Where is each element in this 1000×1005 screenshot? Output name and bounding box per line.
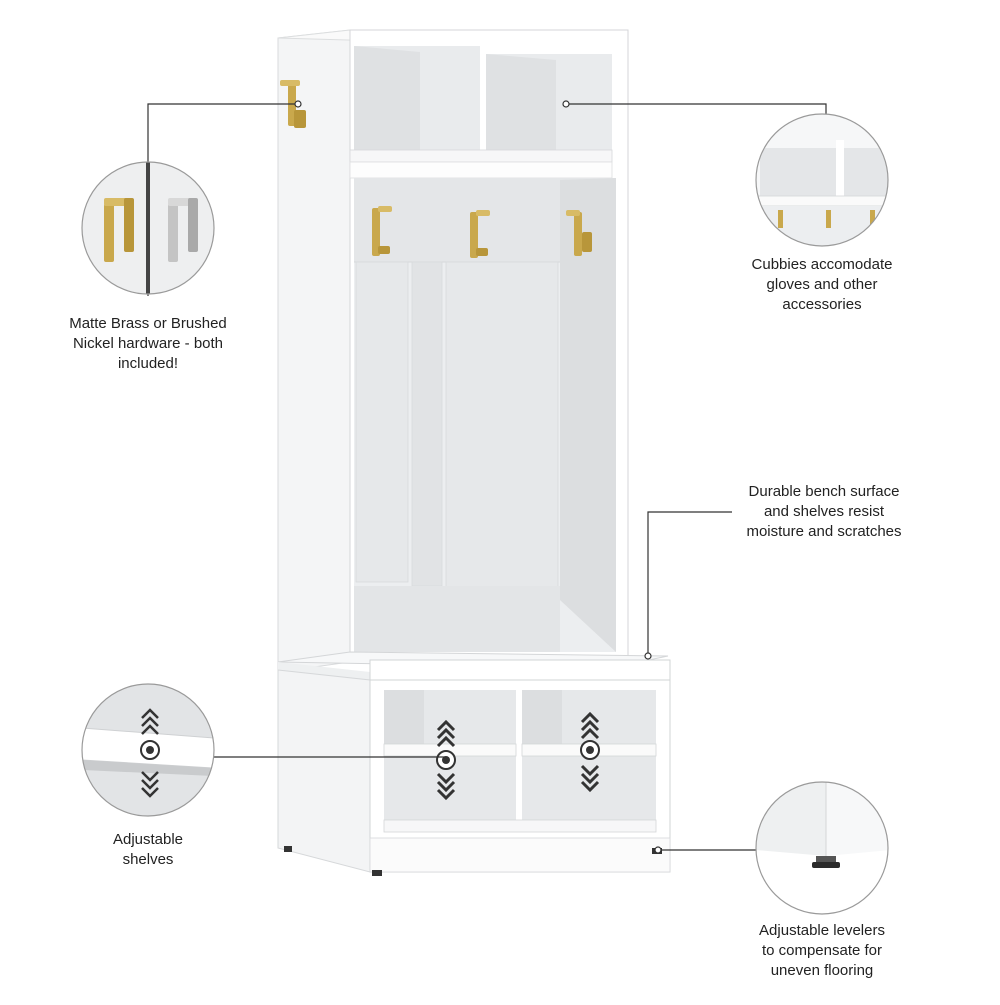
bench-base [277, 669, 671, 876]
shelves-caption: Adjustable shelves [78, 830, 218, 870]
hall-tree-cabinet [277, 29, 671, 876]
shelf-pin-left [436, 750, 456, 770]
adjustable-shelf-icon [81, 683, 215, 817]
leveler-detail-icon [755, 781, 889, 915]
bench-top [277, 651, 671, 681]
shelf-arrows-right [580, 711, 600, 793]
hardware-detail-icon [81, 161, 215, 295]
coat-area [354, 178, 616, 652]
caption-line: shelves [122, 851, 174, 868]
caption-line: included! [117, 355, 179, 372]
side-brass-hook [280, 80, 306, 128]
caption-line: gloves and other [766, 276, 878, 293]
brass-hook-1 [372, 206, 392, 256]
caption-line: uneven flooring [770, 962, 874, 979]
cubbies-detail-icon [755, 113, 889, 247]
callout-dots [294, 100, 662, 854]
caption-line: Nickel hardware - both [72, 335, 224, 352]
bench-caption: Durable bench surface and shelves resist… [724, 482, 924, 542]
caption-line: and shelves resist [763, 503, 885, 520]
caption-line: Matte Brass or Brushed [69, 315, 227, 332]
brass-hook-2 [470, 210, 490, 258]
cubbies-caption: Cubbies accomodate gloves and other acce… [722, 255, 922, 315]
shelf-arrows-left [436, 719, 456, 801]
caption-line: Durable bench surface [748, 483, 900, 500]
hardware-caption: Matte Brass or Brushed Nickel hardware -… [48, 314, 248, 374]
caption-line: Adjustable levelers [759, 922, 885, 939]
caption-line: accessories [782, 296, 862, 313]
levelers-caption: Adjustable levelers to compensate for un… [722, 921, 922, 981]
caption-line: moisture and scratches [746, 523, 902, 540]
caption-line: Adjustable [112, 831, 184, 848]
caption-line: Cubbies accomodate [751, 256, 893, 273]
top-cubbies [349, 46, 613, 179]
caption-line: to compensate for [761, 942, 883, 959]
shelf-pin-right [580, 740, 600, 760]
brass-hook-3 [566, 210, 592, 256]
